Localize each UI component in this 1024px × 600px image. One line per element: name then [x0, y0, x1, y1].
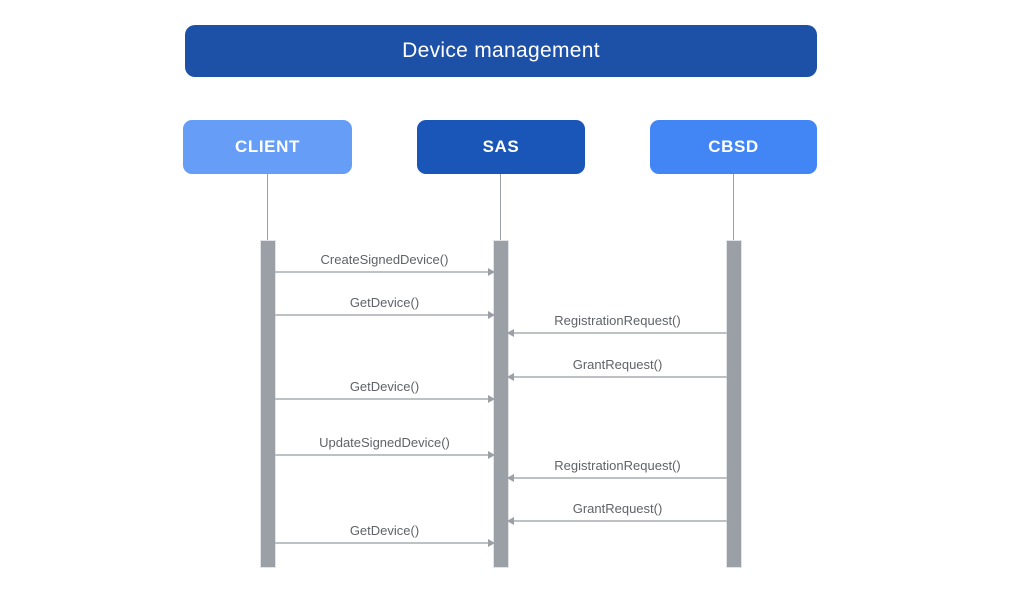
message-get-device-1: GetDevice(): [275, 295, 495, 319]
message-label: GetDevice(): [349, 523, 420, 538]
message-arrow: [507, 373, 727, 381]
message-registration-request-1: RegistrationRequest(): [507, 313, 727, 337]
message-label: GrantRequest(): [572, 501, 663, 516]
actor-box-cbsd: CBSD: [650, 120, 817, 174]
message-label: RegistrationRequest(): [554, 313, 681, 328]
activation-bar-cbsd: [726, 240, 742, 568]
message-arrow: [275, 395, 495, 403]
diagram-title: Device management: [402, 39, 600, 62]
message-label: RegistrationRequest(): [554, 458, 681, 473]
message-get-device-2: GetDevice(): [275, 379, 495, 403]
message-label: UpdateSignedDevice(): [319, 435, 450, 450]
message-registration-request-2: RegistrationRequest(): [507, 458, 727, 482]
message-get-device-3: GetDevice(): [275, 523, 495, 547]
message-create-signed-device: CreateSignedDevice(): [275, 252, 495, 276]
message-grant-request-2: GrantRequest(): [507, 501, 727, 525]
message-label: GetDevice(): [349, 379, 420, 394]
message-label: GetDevice(): [349, 295, 420, 310]
actor-box-sas: SAS: [417, 120, 585, 174]
activation-bar-sas: [493, 240, 509, 568]
actor-label-cbsd: CBSD: [708, 137, 759, 156]
actor-label-sas: SAS: [482, 137, 520, 156]
message-arrow: [507, 517, 727, 525]
message-update-signed-device: UpdateSignedDevice(): [275, 435, 495, 459]
message-grant-request-1: GrantRequest(): [507, 357, 727, 381]
message-label: CreateSignedDevice(): [320, 252, 449, 267]
message-label: GrantRequest(): [572, 357, 663, 372]
message-arrow: [275, 311, 495, 319]
lifeline-client: [267, 174, 268, 240]
message-arrow: [275, 268, 495, 276]
actor-label-client: CLIENT: [235, 137, 300, 156]
message-arrow: [275, 451, 495, 459]
message-arrow: [507, 329, 727, 337]
diagram-title-banner: Device management: [185, 25, 817, 77]
lifeline-cbsd: [733, 174, 734, 240]
message-arrow: [275, 539, 495, 547]
activation-bar-client: [260, 240, 276, 568]
lifeline-sas: [500, 174, 501, 240]
message-arrow: [507, 474, 727, 482]
actor-box-client: CLIENT: [183, 120, 352, 174]
